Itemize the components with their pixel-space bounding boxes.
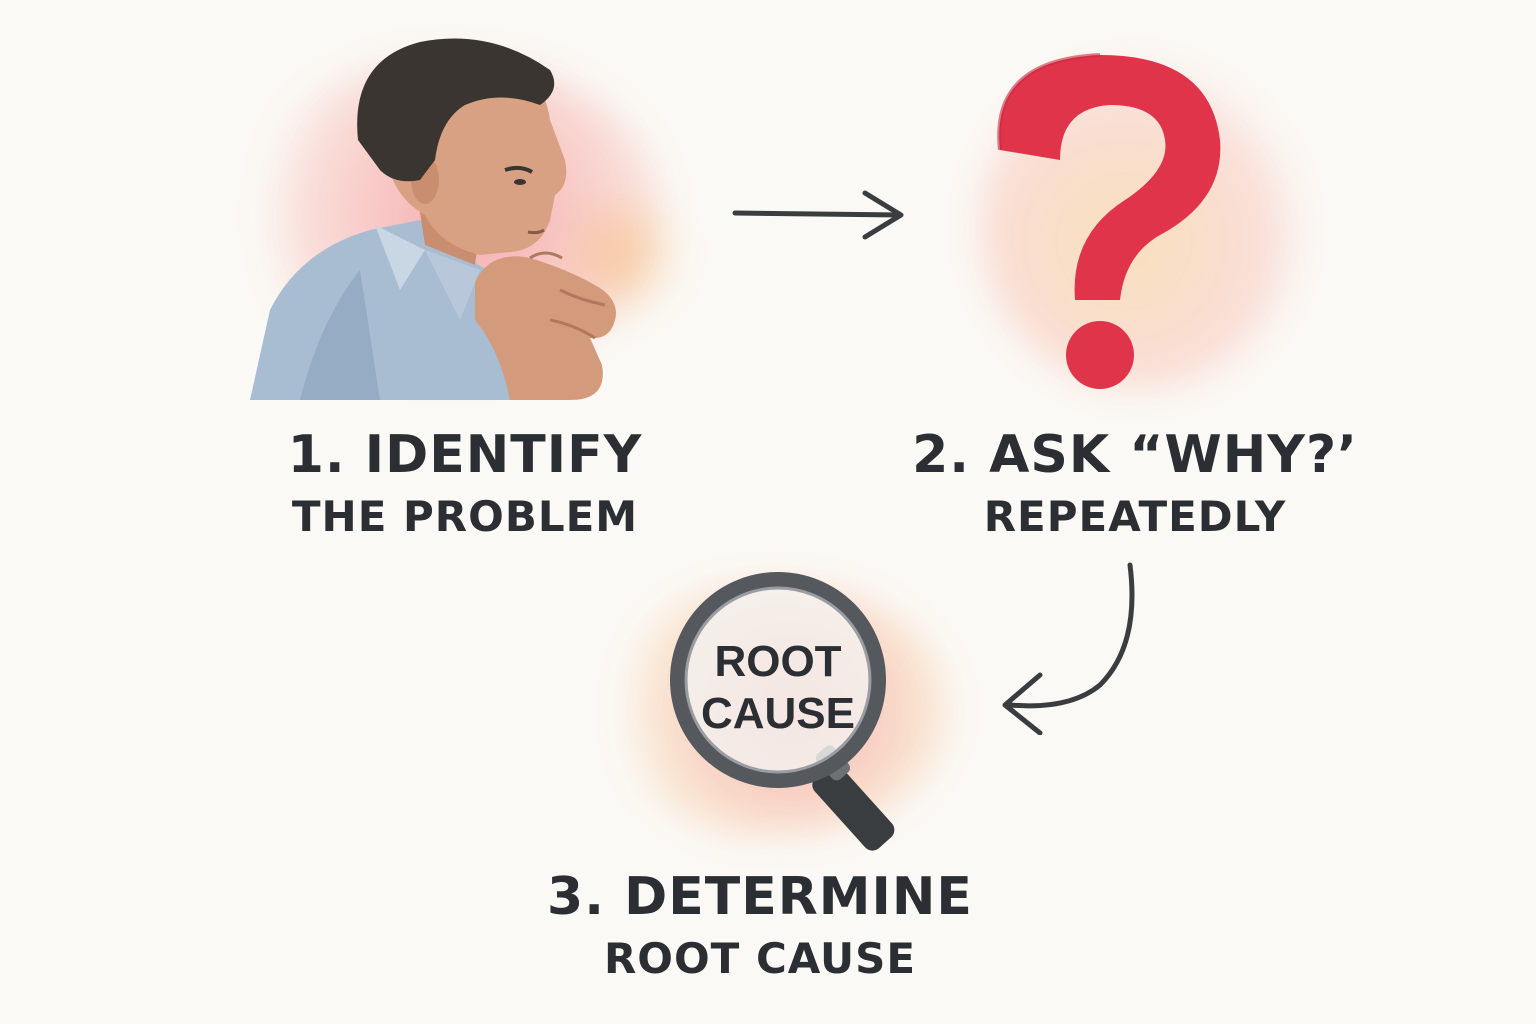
magnifying-glass-icon	[670, 572, 895, 851]
step-1-subtitle: THE PROBLEM	[291, 492, 639, 541]
question-mark-icon	[997, 53, 1221, 389]
step-1-title: 1. IDENTIFY	[287, 425, 643, 485]
lens-text-line2: CAUSE	[700, 689, 856, 738]
arrow-curve-icon	[1002, 562, 1135, 735]
step-2-label: 2. ASK “WHY?’ REPEATEDLY	[900, 424, 1370, 544]
arrow-right-icon	[732, 190, 904, 240]
step-3-subtitle: ROOT CAUSE	[603, 934, 917, 983]
lens-text: ROOT CAUSE	[682, 636, 874, 740]
step-3-label: 3. DETERMINE ROOT CAUSE	[500, 866, 1020, 986]
thinking-person-icon	[250, 38, 616, 400]
step-2-title: 2. ASK “WHY?’	[912, 425, 1358, 485]
step-1-label: 1. IDENTIFY THE PROBLEM	[230, 424, 700, 544]
lens-text-line1: ROOT	[714, 637, 842, 686]
step-3-title: 3. DETERMINE	[547, 867, 973, 927]
step-2-subtitle: REPEATEDLY	[983, 492, 1287, 541]
